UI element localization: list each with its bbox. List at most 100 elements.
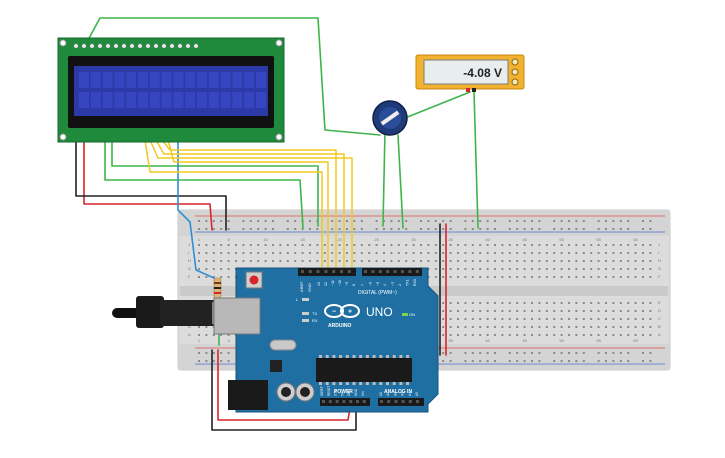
wire-d-yellow-5	[144, 139, 323, 269]
arduino-model: UNO	[366, 305, 393, 319]
aref-label: AREF	[299, 281, 304, 292]
digital-pin-label: 4	[383, 284, 387, 286]
column-number: 50	[559, 338, 564, 343]
l-label: L	[296, 297, 299, 302]
column-number: 5	[227, 237, 230, 242]
column-number: 60	[633, 338, 638, 343]
wire-ard-black	[211, 349, 357, 431]
lcd-character-cells	[79, 72, 266, 108]
row-letter: B	[188, 324, 191, 329]
column-number: 45	[522, 237, 527, 242]
wire-d-yellow-4	[167, 139, 329, 269]
column-number: 55	[596, 237, 601, 242]
wire-d-yellow-3	[161, 139, 337, 269]
breadboard-row-letters: JJIIHHGGFFEEDDCCBBAA	[188, 242, 661, 337]
small-chip	[270, 360, 282, 372]
resistor[interactable]	[213, 277, 222, 299]
column-number: 10	[263, 237, 268, 242]
column-number: 60	[633, 237, 638, 242]
wire-lcd-red	[83, 139, 213, 231]
column-number: 45	[522, 338, 527, 343]
analog-pin-label: A1	[386, 392, 390, 396]
digital-pin-label: ~3	[391, 282, 395, 286]
column-number: 20	[337, 237, 342, 242]
row-letter: J	[188, 242, 190, 247]
row-letter: H	[188, 258, 191, 263]
meter-probe-black[interactable]	[472, 88, 476, 92]
column-number: 40	[485, 237, 490, 242]
row-letter: J	[658, 242, 660, 247]
wire-lcd-rw	[111, 139, 319, 227]
multimeter[interactable]: -4.08 V	[415, 54, 525, 92]
digital-pin-label: TX1	[405, 279, 409, 286]
wire-d-yellow-2	[155, 139, 345, 269]
arduino-power-jack	[228, 380, 268, 410]
row-letter: F	[658, 274, 661, 279]
svg-text:+: +	[348, 309, 352, 316]
wire-ard-red	[217, 349, 351, 421]
column-number: 15	[300, 237, 305, 242]
digital-pin-label: RX0	[413, 279, 417, 286]
meter-probe-red[interactable]	[466, 88, 470, 92]
atmega-chip	[316, 358, 412, 382]
column-number: 35	[448, 338, 453, 343]
column-number: 1	[198, 338, 201, 343]
potentiometer[interactable]	[372, 100, 408, 136]
analog-pin-label: A4	[408, 392, 412, 396]
row-letter: H	[658, 258, 661, 263]
wire-lcd-vdd	[104, 139, 304, 229]
bottom-pin-sockets	[322, 400, 419, 403]
row-letter: F	[188, 274, 191, 279]
wire-d-yellow-1	[149, 139, 353, 269]
analog-pin-label: A0	[379, 392, 383, 396]
analog-header[interactable]	[378, 398, 424, 406]
power-pin-label: 5V	[340, 391, 344, 396]
wire-meter-to-bb	[473, 91, 479, 229]
svg-text:−: −	[332, 309, 336, 316]
column-number: 35	[448, 237, 453, 242]
usb-cable[interactable]	[112, 296, 220, 328]
digital-pin-label: ~5	[376, 282, 380, 286]
digital-pin-label: ~9	[345, 282, 349, 286]
power-pin-label: Vin	[361, 391, 365, 396]
on-led	[402, 313, 408, 316]
analog-pin-label: A5	[415, 392, 419, 396]
row-letter: G	[658, 266, 661, 271]
row-letter: I	[188, 250, 189, 255]
power-pin-label: GND	[347, 388, 351, 396]
on-label: ON	[409, 312, 415, 317]
analog-pin-label: A3	[401, 392, 405, 396]
column-number: 1	[198, 237, 201, 242]
digital-section-label: DIGITAL (PWM~)	[358, 290, 397, 296]
analog-pin-label: A2	[393, 392, 397, 396]
wire-pot-right	[397, 134, 404, 229]
digital-pin-label: ~10	[338, 280, 342, 286]
lcd-display[interactable]	[57, 37, 285, 143]
power-section-label: POWER	[334, 389, 353, 395]
digital-pin-label: 7	[361, 284, 365, 286]
column-number: 55	[596, 338, 601, 343]
column-number: 50	[559, 237, 564, 242]
power-pin-label: GND	[354, 388, 358, 396]
column-number: 5	[227, 338, 230, 343]
digital-pin-label: 8	[352, 284, 356, 286]
wire-lcd-blue	[177, 139, 215, 279]
arduino-logo: − +	[324, 304, 360, 318]
row-letter: A	[658, 332, 661, 337]
digital-pin-label: ~11	[331, 280, 335, 286]
row-letter: A	[188, 332, 191, 337]
wires[interactable]	[75, 17, 479, 431]
gnd-label: GND	[307, 283, 312, 292]
power-pin-label: IOREF	[320, 386, 324, 396]
digital-header-2[interactable]	[362, 268, 422, 276]
row-letter: B	[658, 324, 661, 329]
analog-section-label: ANALOG IN	[384, 389, 412, 395]
arduino-brand: ARDUINO	[328, 323, 351, 329]
digital-pin-label: ~6	[368, 282, 372, 286]
lcd-header-pins	[73, 43, 199, 49]
